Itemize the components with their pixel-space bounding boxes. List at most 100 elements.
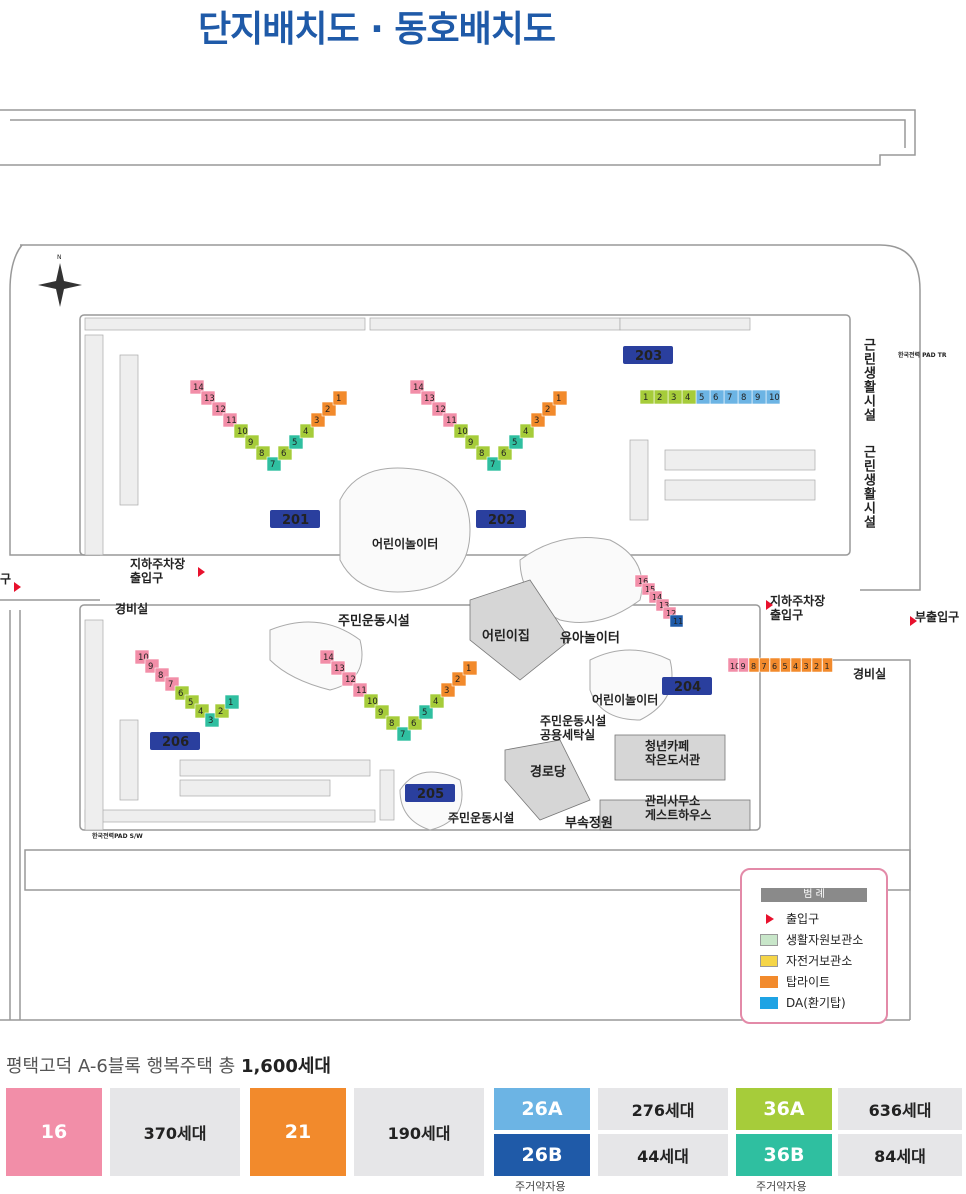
legend-box: 범 례 출입구 생활자원보관소 자전거보관소 탑라이트 DA(환기탑) xyxy=(740,868,888,1024)
unit-cell xyxy=(552,390,568,406)
unit-number: 1 xyxy=(825,662,830,671)
unit-number: 10 xyxy=(730,662,740,671)
unit-cell xyxy=(277,445,293,461)
summary-prefix: 평택고덕 A-6블록 행복주택 총 xyxy=(6,1056,236,1077)
svg-text:N: N xyxy=(57,254,62,261)
unit-cell xyxy=(431,401,447,417)
unit-number: 1 xyxy=(643,393,648,403)
unit-cell xyxy=(299,423,315,439)
unit-number: 7 xyxy=(270,460,275,470)
entrance-icon xyxy=(766,600,773,610)
toplight-swatch xyxy=(760,975,778,988)
building-badge-205: 205 xyxy=(405,784,455,802)
unit-cell xyxy=(541,401,557,417)
unit-number: 5 xyxy=(292,438,297,448)
unit-number: 12 xyxy=(345,675,356,685)
unit-number: 9 xyxy=(248,438,253,448)
unit-number: 2 xyxy=(325,405,330,415)
legend-item-toplight: 탑라이트 xyxy=(760,973,886,990)
type-36b-note: 주거약자용 xyxy=(756,1180,807,1193)
unit-number: 3 xyxy=(804,662,809,671)
unit-number: 10 xyxy=(138,653,149,663)
unit-number: 1 xyxy=(466,664,471,674)
type-21-count: 190세대 xyxy=(354,1088,484,1176)
legend-title: 범 례 xyxy=(761,888,867,902)
label-toddler-playground: 유아놀이터 xyxy=(560,630,620,646)
legend-item-bicycle: 자전거보관소 xyxy=(760,952,886,969)
unit-cell xyxy=(530,412,546,428)
unit-cell xyxy=(310,412,326,428)
building-badge-201: 201 xyxy=(270,510,320,528)
unit-cell xyxy=(363,693,379,709)
unit-number: 7 xyxy=(762,662,767,671)
unit-number: 7 xyxy=(400,730,405,740)
bicycle-icon xyxy=(760,954,778,967)
unit-cell xyxy=(332,390,348,406)
label-playground-2: 어린이놀이터 xyxy=(592,692,658,707)
label-daycare: 어린이집 xyxy=(482,628,530,644)
entrance-icon xyxy=(198,567,205,577)
unit-cell xyxy=(822,657,833,673)
unit-number: 5 xyxy=(512,438,517,448)
unit-number: 5 xyxy=(422,708,427,718)
unit-cell xyxy=(486,456,502,472)
unit-cell xyxy=(464,434,480,450)
legend-item-recycle: 생활자원보관소 xyxy=(760,931,886,948)
svg-text:206: 206 xyxy=(162,735,189,750)
legend-item-da: DA(환기탑) xyxy=(760,994,886,1011)
unit-number: 2 xyxy=(545,405,550,415)
unit-number: 11 xyxy=(673,617,683,626)
unit-cell xyxy=(811,657,823,673)
unit-number: 6 xyxy=(713,393,718,403)
unit-cell xyxy=(418,704,434,720)
unit-number: 9 xyxy=(468,438,473,448)
unit-number: 9 xyxy=(378,708,383,718)
label-garden: 부속정원 xyxy=(565,815,613,831)
label-kepco-sw: 한국전력PAD S/W xyxy=(92,832,143,840)
unit-number: 4 xyxy=(303,427,308,437)
unit-number: 13 xyxy=(424,394,435,404)
unit-number: 14 xyxy=(652,593,662,602)
unit-number: 11 xyxy=(226,416,237,426)
unit-cell xyxy=(341,671,357,687)
legend-item-entrance: 출입구 xyxy=(760,910,886,927)
unit-number: 13 xyxy=(204,394,215,404)
type-26a-badge: 26A xyxy=(494,1088,590,1130)
svg-text:205: 205 xyxy=(417,787,444,802)
unit-cell xyxy=(748,657,760,673)
unit-number: 9 xyxy=(741,662,746,671)
entrance-icon xyxy=(910,616,917,626)
unit-cell xyxy=(319,649,335,665)
unit-number: 6 xyxy=(772,662,777,671)
summary-text: 평택고덕 A-6블록 행복주택 총 1,600세대 xyxy=(6,1052,331,1078)
da-swatch xyxy=(760,996,778,1009)
unit-number: 8 xyxy=(158,671,163,681)
label-main-entrance-partial: 구 xyxy=(0,572,11,586)
unit-cell xyxy=(407,715,423,731)
unit-number: 13 xyxy=(659,601,669,610)
label-gym-1: 주민운동시설 xyxy=(338,613,410,629)
type-26b-badge: 26B xyxy=(494,1134,590,1176)
unit-number: 8 xyxy=(479,449,484,459)
unit-number: 2 xyxy=(218,707,223,717)
unit-number: 4 xyxy=(793,662,798,671)
unit-number: 14 xyxy=(193,383,204,393)
label-green-1: 근린생활시설 xyxy=(861,338,876,422)
type-36a-badge: 36A xyxy=(736,1088,832,1130)
unit-number: 9 xyxy=(148,662,153,672)
unit-cell xyxy=(451,671,467,687)
unit-number: 12 xyxy=(435,405,446,415)
unit-number: 6 xyxy=(178,689,183,699)
unit-number: 11 xyxy=(446,416,457,426)
unit-cell xyxy=(429,693,445,709)
unit-cell xyxy=(727,657,739,673)
unit-number: 4 xyxy=(685,393,690,403)
unit-number: 8 xyxy=(741,393,746,403)
unit-number: 10 xyxy=(367,697,378,707)
unit-number: 16 xyxy=(638,577,648,586)
unit-cell xyxy=(266,456,282,472)
